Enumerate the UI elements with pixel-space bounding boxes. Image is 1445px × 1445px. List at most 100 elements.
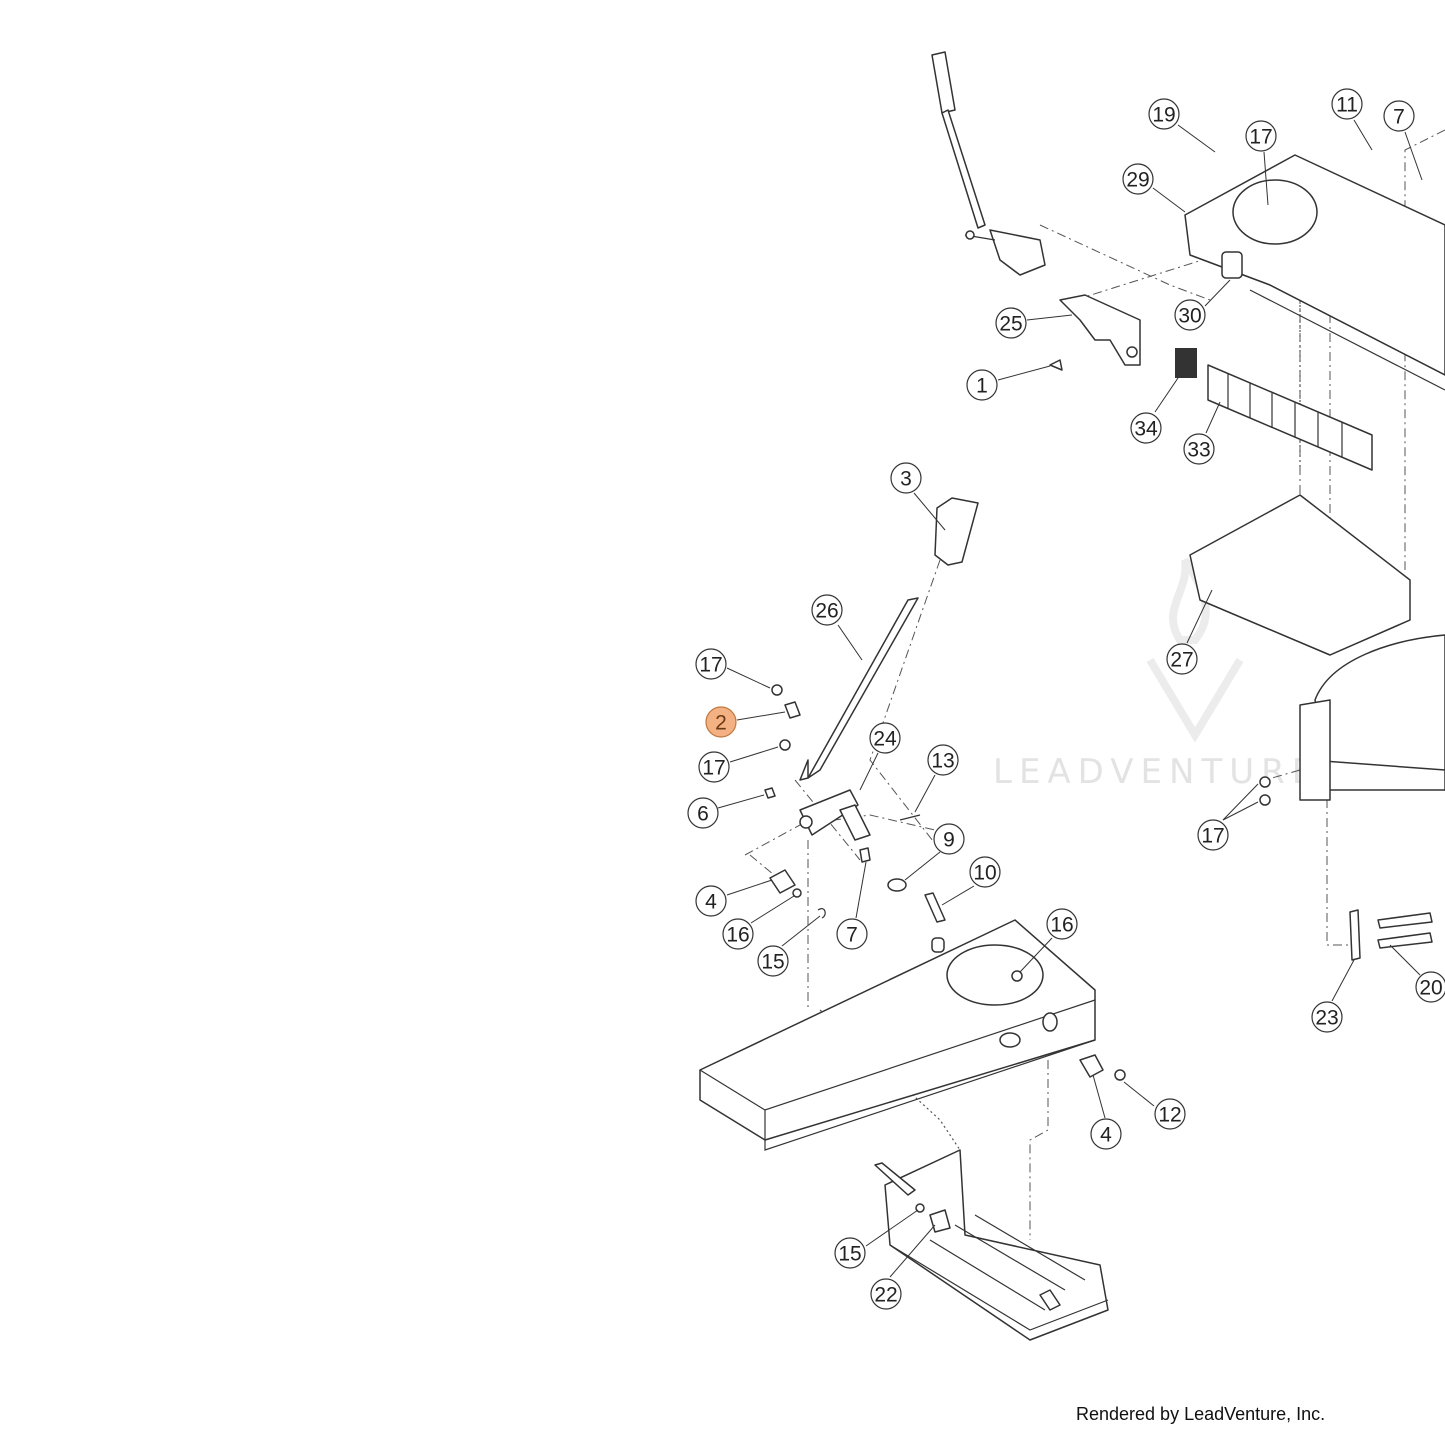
watermark-flame-icon	[1169, 557, 1210, 644]
callout-26[interactable]: 26	[811, 594, 843, 626]
callout-number: 26	[815, 600, 838, 623]
callout-number: 24	[873, 728, 897, 751]
callout-15[interactable]: 15	[834, 1237, 866, 1269]
callout-20[interactable]: 20	[1415, 971, 1445, 1003]
callout-12[interactable]: 12	[1154, 1098, 1186, 1130]
nut-17-top	[771, 684, 783, 696]
callout-circle	[695, 648, 727, 680]
callout-number: 25	[999, 313, 1022, 336]
callout-circle	[1183, 433, 1215, 465]
callout-4[interactable]: 4	[695, 885, 727, 917]
grip-3	[934, 497, 979, 566]
callout-number: 4	[1100, 1124, 1112, 1147]
callout-24[interactable]: 24	[869, 722, 901, 754]
callout-7[interactable]: 7	[1383, 100, 1415, 132]
callout-number: 17	[1201, 825, 1224, 848]
callout-number: 34	[1134, 418, 1158, 441]
callout-29[interactable]: 29	[1122, 163, 1154, 195]
bolt-7	[859, 847, 871, 863]
bolts-17-right	[1259, 776, 1271, 806]
spring-2	[784, 701, 801, 719]
callout-circle	[1154, 1098, 1186, 1130]
callout-17[interactable]: 17	[1197, 819, 1229, 851]
callout-circle	[1331, 88, 1363, 120]
pin-13	[899, 814, 921, 821]
callout-23[interactable]: 23	[1311, 1001, 1343, 1033]
callout-number: 7	[846, 924, 858, 947]
callout-circle	[705, 706, 737, 738]
callout-circle	[698, 751, 730, 783]
callout-27[interactable]: 27	[1166, 643, 1198, 675]
callout-number: 16	[1050, 914, 1073, 937]
callout-11[interactable]: 11	[1331, 88, 1363, 120]
nut-17-bottom	[779, 739, 791, 751]
callout-1[interactable]: 1	[966, 369, 998, 401]
bearing-4-right	[1079, 1054, 1104, 1078]
callout-number: 3	[900, 468, 912, 491]
callout-16[interactable]: 16	[722, 918, 754, 950]
render-credit: Rendered by LeadVenture, Inc.	[1076, 1404, 1326, 1424]
callout-circle	[1046, 908, 1078, 940]
callout-circle	[1311, 1001, 1343, 1033]
callout-19[interactable]: 19	[1148, 98, 1180, 130]
lever-26	[799, 597, 919, 781]
screw-1	[1049, 359, 1063, 371]
callout-number: 29	[1126, 169, 1149, 192]
callout-33[interactable]: 33	[1183, 433, 1215, 465]
callout-number: 17	[1249, 126, 1272, 149]
callout-number: 12	[1158, 1104, 1181, 1127]
callout-17[interactable]: 17	[1245, 120, 1277, 152]
callout-circle	[1383, 100, 1415, 132]
bolt-6	[764, 787, 776, 799]
bolts-20	[1377, 912, 1433, 949]
callout-15[interactable]: 15	[757, 945, 789, 977]
callout-circle	[834, 1237, 866, 1269]
decal-34	[1175, 348, 1197, 378]
watermark: LEADVENTURE	[993, 557, 1313, 792]
callout-9[interactable]: 9	[933, 823, 965, 855]
callout-number: 17	[702, 757, 725, 780]
callout-number: 23	[1315, 1007, 1338, 1030]
callout-17[interactable]: 17	[695, 648, 727, 680]
callout-circle	[687, 797, 719, 829]
decal-33	[1207, 364, 1373, 471]
callout-circle	[836, 918, 868, 950]
callout-13[interactable]: 13	[927, 744, 959, 776]
callout-25[interactable]: 25	[995, 307, 1027, 339]
callout-10[interactable]: 10	[969, 856, 1001, 888]
bearing-4-left	[769, 869, 826, 919]
callout-circle	[1166, 643, 1198, 675]
callout-number: 20	[1419, 977, 1442, 1000]
callout-7[interactable]: 7	[836, 918, 868, 950]
callout-circle	[870, 1278, 902, 1310]
callout-number: 15	[838, 1243, 861, 1266]
callout-6[interactable]: 6	[687, 797, 719, 829]
callout-4[interactable]: 4	[1090, 1118, 1122, 1150]
callout-number: 1	[976, 375, 988, 398]
callout-30[interactable]: 30	[1174, 299, 1206, 331]
watermark-logo-icon	[1146, 657, 1244, 743]
callout-2-highlighted[interactable]: 2	[705, 706, 737, 738]
callout-circle	[757, 945, 789, 977]
callout-circle	[995, 307, 1027, 339]
callout-34[interactable]: 34	[1130, 412, 1162, 444]
callout-number: 9	[943, 829, 955, 852]
callout-number: 11	[1336, 94, 1358, 117]
callout-22[interactable]: 22	[870, 1278, 902, 1310]
callout-circle	[1148, 98, 1180, 130]
callout-number: 19	[1152, 104, 1175, 127]
callout-circle	[1130, 412, 1162, 444]
callout-circle	[1122, 163, 1154, 195]
leader-lines	[717, 119, 1423, 1278]
callout-16[interactable]: 16	[1046, 908, 1078, 940]
bracket-25	[1059, 294, 1141, 366]
callout-17[interactable]: 17	[698, 751, 730, 783]
plate-23	[1349, 909, 1361, 961]
callout-number: 22	[874, 1284, 897, 1307]
callout-3[interactable]: 3	[890, 462, 922, 494]
callout-circle	[722, 918, 754, 950]
nut-12	[1114, 1069, 1126, 1081]
callout-circle	[969, 856, 1001, 888]
callout-circle	[1197, 819, 1229, 851]
